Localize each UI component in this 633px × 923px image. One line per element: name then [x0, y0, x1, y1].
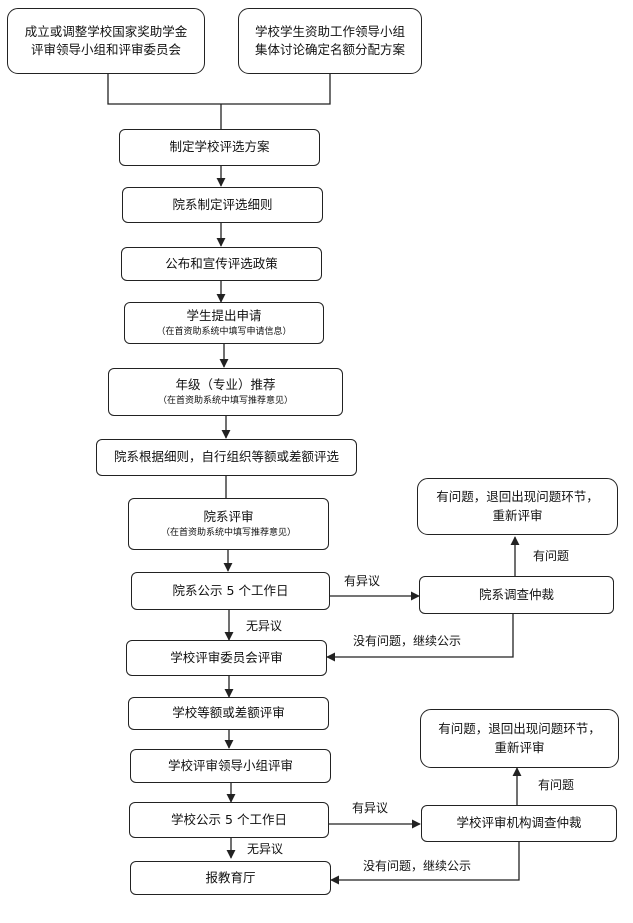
node-text: 成立或调整学校国家奖助学金 — [24, 23, 188, 39]
arrow — [326, 614, 514, 662]
node-text: 有问题，退回出现问题环节， — [436, 489, 599, 505]
quota-plan-node: 学校学生资助工作领导小组 集体讨论确定名额分配方案 — [238, 8, 422, 74]
report-node: 报教育厅 — [130, 861, 331, 895]
school-investigate-node: 学校评审机构调查仲裁 — [421, 805, 617, 842]
node-text: 重新评审 — [492, 507, 543, 523]
dept-investigate-node: 院系调查仲裁 — [419, 576, 614, 614]
node-text: 有问题，退回出现问题环节， — [438, 721, 601, 737]
school-notice-node: 学校公示 5 个工作日 — [129, 802, 329, 838]
dept-objection-label: 有异议 — [344, 574, 381, 588]
dept-rules-node: 院系制定评选细则 — [122, 187, 323, 223]
node-text: 学生提出申请 — [186, 308, 262, 324]
school-leader-node: 学校评审领导小组评审 — [130, 749, 331, 783]
school-objection-label: 有异议 — [352, 801, 389, 815]
school-return-node: 有问题，退回出现问题环节， 重新评审 — [420, 709, 619, 768]
dept-evaluate-node: 院系根据细则，自行组织等额或差额评选 — [96, 439, 357, 476]
node-text: 院系调查仲裁 — [478, 586, 554, 602]
node-text: 公布和宣传评选政策 — [165, 255, 278, 271]
node-text: 院系根据细则，自行组织等额或差额评选 — [113, 449, 339, 465]
node-text: 学校学生资助工作领导小组 — [254, 23, 405, 39]
dept-notice-node: 院系公示 5 个工作日 — [131, 572, 330, 610]
student-apply-node: 学生提出申请 （在首资助系统中填写申请信息） — [124, 302, 324, 344]
node-text: 学校评审委员会评审 — [170, 649, 283, 665]
node-note: （在首资助系统中填写推荐意见） — [157, 396, 293, 407]
publicize-node: 公布和宣传评选政策 — [121, 247, 322, 281]
school-plan-node: 制定学校评选方案 — [119, 129, 320, 166]
dept-no-objection-label: 无异议 — [246, 619, 283, 633]
node-text: 院系公示 5 个工作日 — [172, 582, 289, 598]
node-text: 重新评审 — [494, 739, 545, 755]
node-text: 制定学校评选方案 — [169, 139, 270, 155]
dept-problem-label: 有问题 — [533, 549, 570, 563]
school-no-problem-label: 没有问题，继续公示 — [363, 859, 472, 873]
dept-review-node: 院系评审 （在首资助系统中填写推荐意见） — [128, 498, 329, 550]
school-evaluate-node: 学校等额或差额评审 — [128, 697, 329, 730]
node-text: 年级（专业）推荐 — [175, 377, 276, 393]
school-problem-label: 有问题 — [538, 778, 575, 792]
node-text: 集体讨论确定名额分配方案 — [254, 42, 405, 57]
node-text: 学校评审领导小组评审 — [167, 757, 293, 773]
node-text: 报教育厅 — [205, 869, 256, 885]
dept-return-node: 有问题，退回出现问题环节， 重新评审 — [417, 478, 618, 535]
node-text: 院系制定评选细则 — [172, 196, 273, 212]
dept-no-problem-label: 没有问题，继续公示 — [353, 634, 462, 648]
node-note: （在首资助系统中填写推荐意见） — [160, 528, 296, 539]
node-text: 学校等额或差额评审 — [172, 705, 285, 721]
school-committee-node: 学校评审委员会评审 — [126, 640, 327, 676]
arrow — [330, 842, 520, 885]
committee-setup-node: 成立或调整学校国家奖助学金 评审领导小组和评审委员会 — [7, 8, 205, 74]
grade-recommend-node: 年级（专业）推荐 （在首资助系统中填写推荐意见） — [108, 368, 343, 416]
node-text: 院系评审 — [203, 509, 254, 525]
node-text: 学校评审机构调查仲裁 — [456, 815, 582, 831]
node-text: 学校公示 5 个工作日 — [171, 811, 287, 827]
node-note: （在首资助系统中填写申请信息） — [156, 327, 292, 338]
merge-connector — [107, 74, 331, 105]
node-text: 评审领导小组和评审委员会 — [30, 42, 181, 57]
school-no-objection-label: 无异议 — [247, 842, 284, 856]
